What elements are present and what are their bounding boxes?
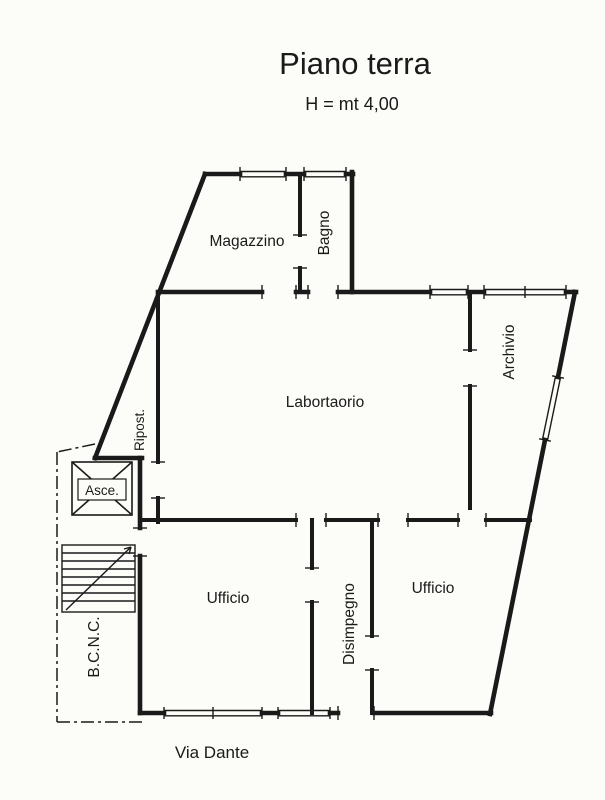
room-label-ripostiglio: Ripost. (132, 409, 147, 451)
window-symbols (163, 167, 567, 719)
room-label-disimpegno: Disimpegno (341, 583, 358, 665)
boundary-dashdot (56, 443, 146, 723)
room-label-archivio: Archivio (501, 324, 518, 379)
interior-walls (138, 172, 532, 715)
room-label-bagno: Bagno (316, 211, 333, 256)
room-label-bcnc: B.C.N.C. (86, 616, 103, 677)
height-note: H = mt 4,00 (305, 94, 399, 114)
room-label-ufficio-right: Ufficio (412, 580, 455, 597)
room-label-ascensore: Asce. (85, 483, 119, 498)
door-marks (133, 234, 487, 720)
room-label-magazzino: Magazzino (210, 233, 285, 250)
stairs-symbol (61, 544, 136, 613)
outer-walls (92, 169, 579, 717)
room-label-ufficio-left: Ufficio (207, 590, 250, 607)
title-block: Piano terra H = mt 4,00 (279, 46, 431, 114)
room-label-laboratorio: Labortaorio (286, 394, 364, 411)
elevator-symbol (71, 461, 133, 516)
street-label: Via Dante (175, 743, 249, 762)
room-labels: Magazzino Bagno Labortaorio Archivio Rip… (85, 211, 518, 678)
page-title: Piano terra (279, 46, 431, 81)
